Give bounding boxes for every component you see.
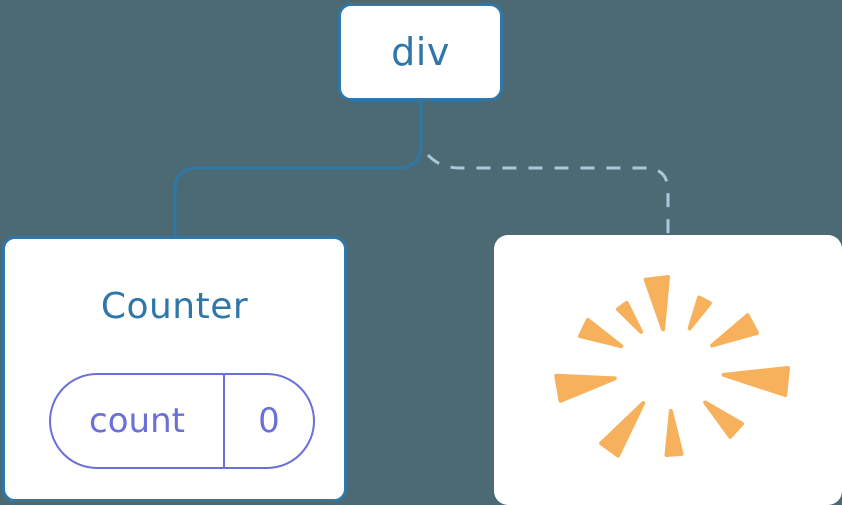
- node-div-label: div: [391, 30, 450, 74]
- connector-root-to-sparkle: [426, 153, 670, 235]
- sparkle-ray-4: [721, 366, 790, 397]
- sparkle-ray-2: [687, 295, 712, 331]
- state-pill-value: 0: [258, 401, 280, 441]
- state-pill-divider: [223, 375, 225, 467]
- sparkle-ray-6: [664, 408, 684, 457]
- sparkle-ray-3: [710, 313, 759, 348]
- connector-root-to-counter: [173, 101, 423, 236]
- node-counter[interactable]: Counter count 0: [2, 236, 347, 502]
- sparkle-ray-5: [703, 400, 744, 439]
- sparkle-ray-7: [599, 401, 646, 458]
- node-div[interactable]: div: [338, 3, 503, 101]
- sparkle-ray-10: [615, 300, 643, 334]
- state-pill[interactable]: count 0: [49, 373, 315, 469]
- state-pill-key: count: [89, 401, 185, 441]
- sparkle-ray-8: [554, 373, 617, 403]
- sparkle-ray-9: [578, 317, 624, 349]
- node-sparkle[interactable]: [494, 235, 842, 505]
- sparkle-ray-1: [643, 275, 670, 332]
- sparkle-burst-icon: [554, 275, 790, 458]
- sparkle-ray-group: [554, 275, 790, 458]
- node-counter-label: Counter: [100, 286, 249, 327]
